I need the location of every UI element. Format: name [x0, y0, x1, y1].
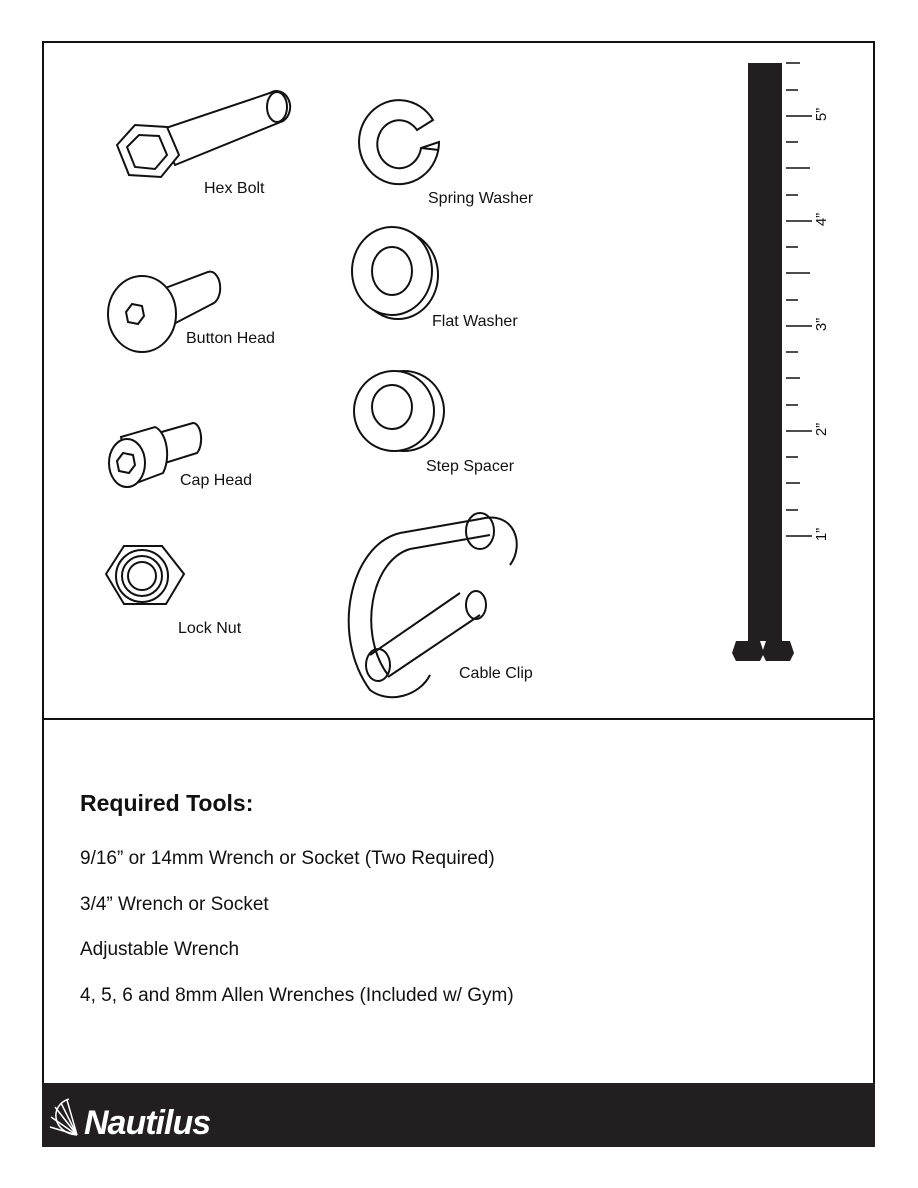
- cap-head-icon: [108, 421, 203, 488]
- hex-bolt-label: Hex Bolt: [204, 180, 265, 197]
- button-head-label: Button Head: [186, 330, 275, 347]
- cable-clip-label: Cable Clip: [459, 665, 533, 682]
- cable-clip-icon: [347, 512, 518, 699]
- brand-logo: Nautilus: [84, 1104, 211, 1142]
- spring-washer-label: Spring Washer: [428, 190, 534, 207]
- hex-bolt-icon: [115, 90, 292, 179]
- button-head-icon: [107, 270, 222, 353]
- flat-washer-label: Flat Washer: [432, 313, 518, 330]
- spring-washer-icon: [358, 99, 441, 186]
- nautilus-shell-logo-icon: [49, 1098, 78, 1136]
- step-spacer-icon: [353, 370, 445, 452]
- ruler-mark-2: 2”: [813, 422, 831, 437]
- section-divider: [42, 718, 875, 720]
- ruler-mark-3: 3”: [813, 317, 831, 332]
- ruler-mark-1: 1”: [813, 527, 831, 542]
- cap-head-label: Cap Head: [180, 472, 253, 489]
- tool-item: 9/16” or 14mm Wrench or Socket (Two Requ…: [80, 848, 495, 869]
- required-tools-title: Required Tools:: [80, 790, 254, 816]
- step-spacer-label: Step Spacer: [426, 458, 515, 475]
- tool-item: 4, 5, 6 and 8mm Allen Wrenches (Included…: [80, 985, 514, 1006]
- footer-bar: [42, 1083, 875, 1147]
- tool-item: 3/4” Wrench or Socket: [80, 894, 269, 915]
- ruler-mark-4: 4”: [813, 212, 831, 227]
- lock-nut-label: Lock Nut: [178, 620, 242, 637]
- ruler-mark-5: 5”: [813, 107, 831, 122]
- ruler-bolt-gauge: [732, 62, 812, 661]
- lock-nut-icon: [104, 545, 186, 605]
- flat-washer-icon: [351, 226, 439, 320]
- tool-item: Adjustable Wrench: [80, 939, 240, 960]
